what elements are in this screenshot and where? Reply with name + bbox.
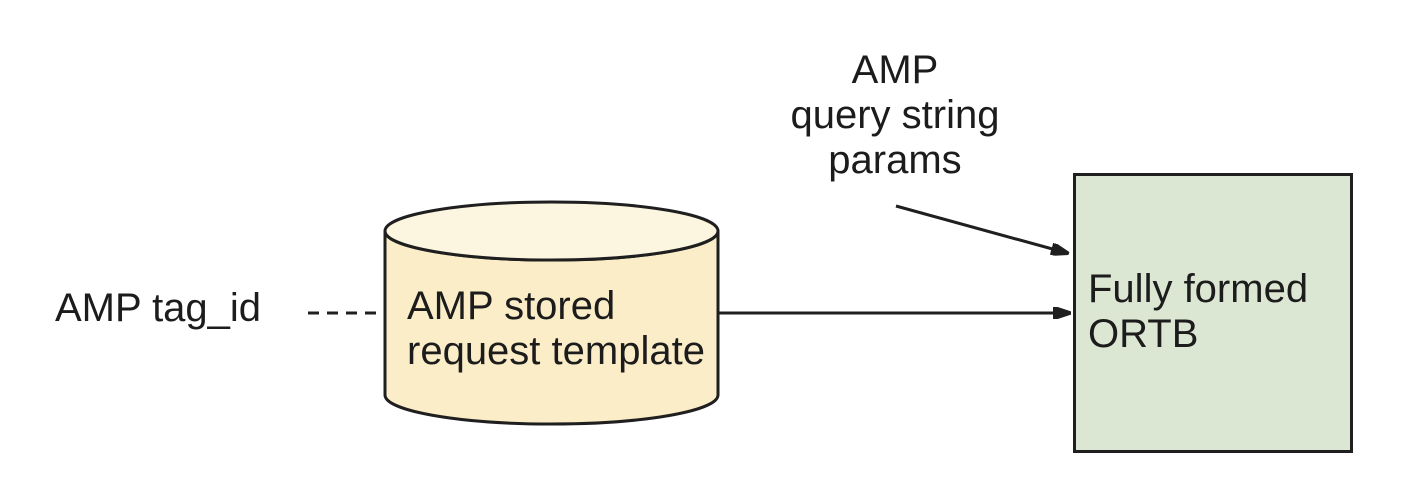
ortb-box-label-line1: Fully formed — [1088, 267, 1309, 311]
queryparams-to-ortb-arrow — [895, 204, 1067, 253]
query-params-label: AMP query string params — [770, 48, 1020, 183]
query-params-label-line1: AMP — [851, 48, 939, 92]
stored-request-db-label-line2: request template — [407, 329, 705, 373]
stored-request-db-label: AMP stored request template — [407, 284, 705, 374]
ortb-box-shape — [1073, 173, 1353, 453]
query-params-label-line3: params — [828, 138, 962, 182]
stored-request-db-cylinder-top — [383, 200, 720, 262]
stored-request-db-label-line1: AMP stored — [407, 284, 616, 328]
ortb-box-label: Fully formed ORTB — [1088, 267, 1308, 357]
amp-tag-id-label: AMP tag_id — [55, 286, 262, 330]
query-params-label-line2: query string — [790, 93, 1000, 137]
ortb-box-label-line2: ORTB — [1088, 312, 1199, 356]
